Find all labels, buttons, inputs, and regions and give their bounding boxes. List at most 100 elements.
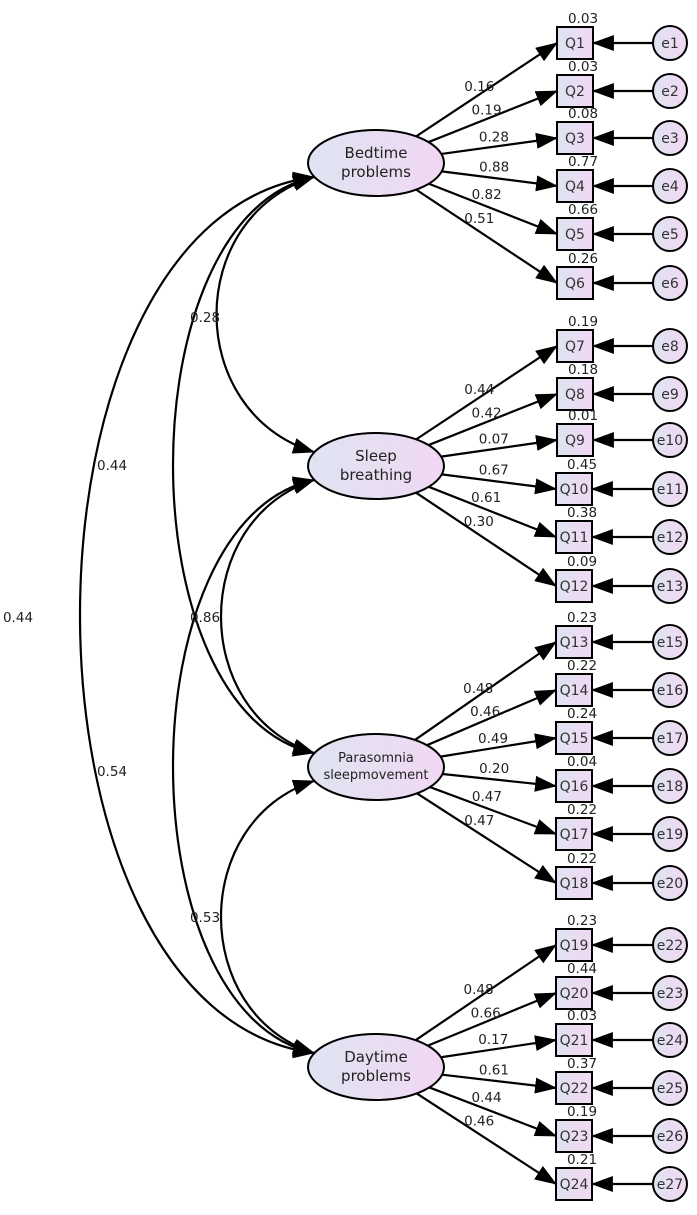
error-circle (652, 865, 688, 901)
r-squared-value: 0.04 (567, 754, 597, 770)
loading-value: 0.61 (471, 490, 501, 506)
indicator-label: Q7 (565, 339, 585, 355)
indicator-q12: Q12 (555, 569, 593, 603)
r-squared-value: 0.22 (567, 802, 597, 818)
indicator-q22: Q22 (555, 1071, 593, 1105)
r-squared-value: 0.44 (567, 961, 597, 977)
error-e18: e18 (652, 768, 688, 804)
loading-value: 0.07 (479, 432, 509, 448)
error-label: e27 (657, 1177, 683, 1193)
error-label: e19 (657, 827, 683, 843)
latent-ellipse (307, 1033, 445, 1101)
indicator-q16: Q16 (555, 769, 593, 803)
latent-label: Daytime (344, 1048, 408, 1066)
indicator-q14: Q14 (555, 673, 593, 707)
latent-label: Bedtime (345, 144, 408, 162)
indicator-q19: Q19 (555, 928, 593, 962)
latent-label: Parasomnia (338, 751, 414, 766)
error-label: e1 (661, 36, 679, 52)
error-e17: e17 (652, 720, 688, 756)
error-circle (652, 927, 688, 963)
error-e16: e16 (652, 672, 688, 708)
indicator-label: Q4 (565, 179, 585, 195)
indicator-box (555, 1023, 593, 1057)
loading-value: 0.44 (472, 1090, 502, 1106)
error-label: e15 (657, 635, 683, 651)
error-e9: e9 (652, 376, 688, 412)
r-squared-value: 0.38 (567, 505, 597, 521)
covariance-arc (215, 175, 316, 454)
indicator-box (555, 928, 593, 962)
r-squared-value: 0.24 (567, 706, 597, 722)
error-circle (652, 73, 688, 109)
error-circle (652, 328, 688, 364)
error-circle (652, 1022, 688, 1058)
indicator-label: Q5 (565, 227, 585, 243)
indicator-q9: Q9 (556, 423, 594, 457)
indicator-label: Q3 (565, 131, 585, 147)
indicator-box (556, 329, 594, 363)
indicator-label: Q9 (565, 433, 585, 449)
error-circle (652, 120, 688, 156)
loading-arrow (429, 786, 558, 836)
loading-arrow (415, 42, 558, 138)
indicator-label: Q23 (560, 1129, 589, 1145)
loading-arrow (441, 170, 559, 192)
loading-arrow (428, 1086, 558, 1138)
error-e5: e5 (652, 216, 688, 252)
r-squared-value: 0.19 (567, 1104, 597, 1120)
error-circle (652, 168, 688, 204)
loading-arrow (414, 641, 557, 741)
r-squared-value: 0.03 (567, 1008, 597, 1024)
error-circle (652, 768, 688, 804)
indicator-box (555, 817, 593, 851)
loading-arrow (428, 485, 558, 539)
loading-value: 0.66 (471, 1006, 501, 1022)
covariance-value: 0.44 (97, 458, 127, 474)
error-e27: e27 (652, 1166, 688, 1202)
indicator-label: Q16 (560, 779, 589, 795)
indicator-label: Q10 (560, 482, 589, 498)
error-label: e10 (657, 433, 683, 449)
error-e1: e1 (652, 25, 688, 61)
r-squared-value: 0.26 (568, 251, 598, 267)
loading-arrow (441, 1073, 558, 1094)
error-circle (652, 216, 688, 252)
indicator-box (556, 423, 594, 457)
indicator-box (556, 217, 594, 251)
indicator-label: Q17 (560, 827, 589, 843)
error-label: e17 (657, 731, 683, 747)
latent-ellipse (307, 733, 445, 801)
loading-arrow (415, 188, 558, 284)
indicator-box (555, 769, 593, 803)
error-e15: e15 (652, 624, 688, 660)
error-circle (652, 519, 688, 555)
latent-ellipse (307, 432, 445, 500)
loading-arrow (440, 1035, 558, 1059)
error-e20: e20 (652, 865, 688, 901)
error-label: e20 (657, 876, 683, 892)
indicator-box (556, 74, 594, 108)
error-circle (652, 376, 688, 412)
error-circle (652, 568, 688, 604)
indicator-label: Q1 (565, 36, 585, 52)
loading-value: 0.82 (472, 187, 502, 203)
error-circle (652, 1070, 688, 1106)
error-label: e5 (661, 227, 679, 243)
indicator-box (555, 520, 593, 554)
indicator-box (555, 976, 593, 1010)
error-e19: e19 (652, 816, 688, 852)
loading-value: 0.20 (479, 761, 509, 777)
indicator-box (556, 377, 594, 411)
r-squared-value: 0.45 (567, 457, 597, 473)
covariance-value: 0.54 (97, 764, 127, 780)
indicator-q11: Q11 (555, 520, 593, 554)
indicator-box (555, 569, 593, 603)
loading-arrow (441, 132, 559, 156)
error-label: e2 (661, 84, 679, 100)
error-circle (652, 265, 688, 301)
error-label: e16 (657, 683, 684, 699)
covariance-value: 0.28 (190, 310, 220, 326)
indicator-q3: Q3 (556, 121, 594, 155)
